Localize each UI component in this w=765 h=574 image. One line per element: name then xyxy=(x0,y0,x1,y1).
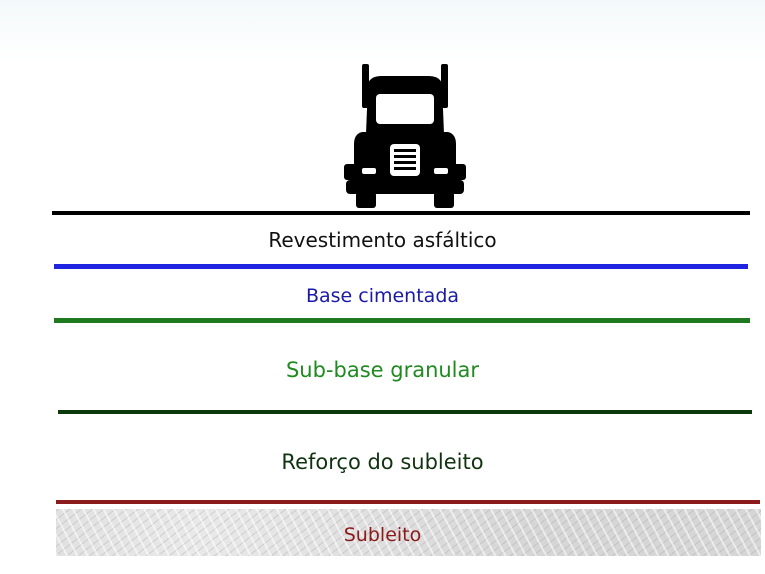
subbase-boundary-line xyxy=(54,318,750,323)
layer-label-revestimento: Revestimento asfáltico xyxy=(268,228,497,252)
base-boundary-line xyxy=(54,264,748,269)
layer-label-reforco: Reforço do subleito xyxy=(281,450,484,474)
layer-label-subbase: Sub-base granular xyxy=(285,358,480,382)
semi-truck-front-icon xyxy=(344,64,466,208)
layer-label-base: Base cimentada xyxy=(305,285,460,307)
subgrade-soil-texture xyxy=(56,509,761,556)
background-haze xyxy=(0,0,765,60)
surface-boundary-line xyxy=(52,211,750,215)
layer-label-subleito: Subleito xyxy=(343,524,422,546)
subgrade-boundary-line xyxy=(56,500,760,504)
reinforcement-boundary-line xyxy=(58,410,752,414)
